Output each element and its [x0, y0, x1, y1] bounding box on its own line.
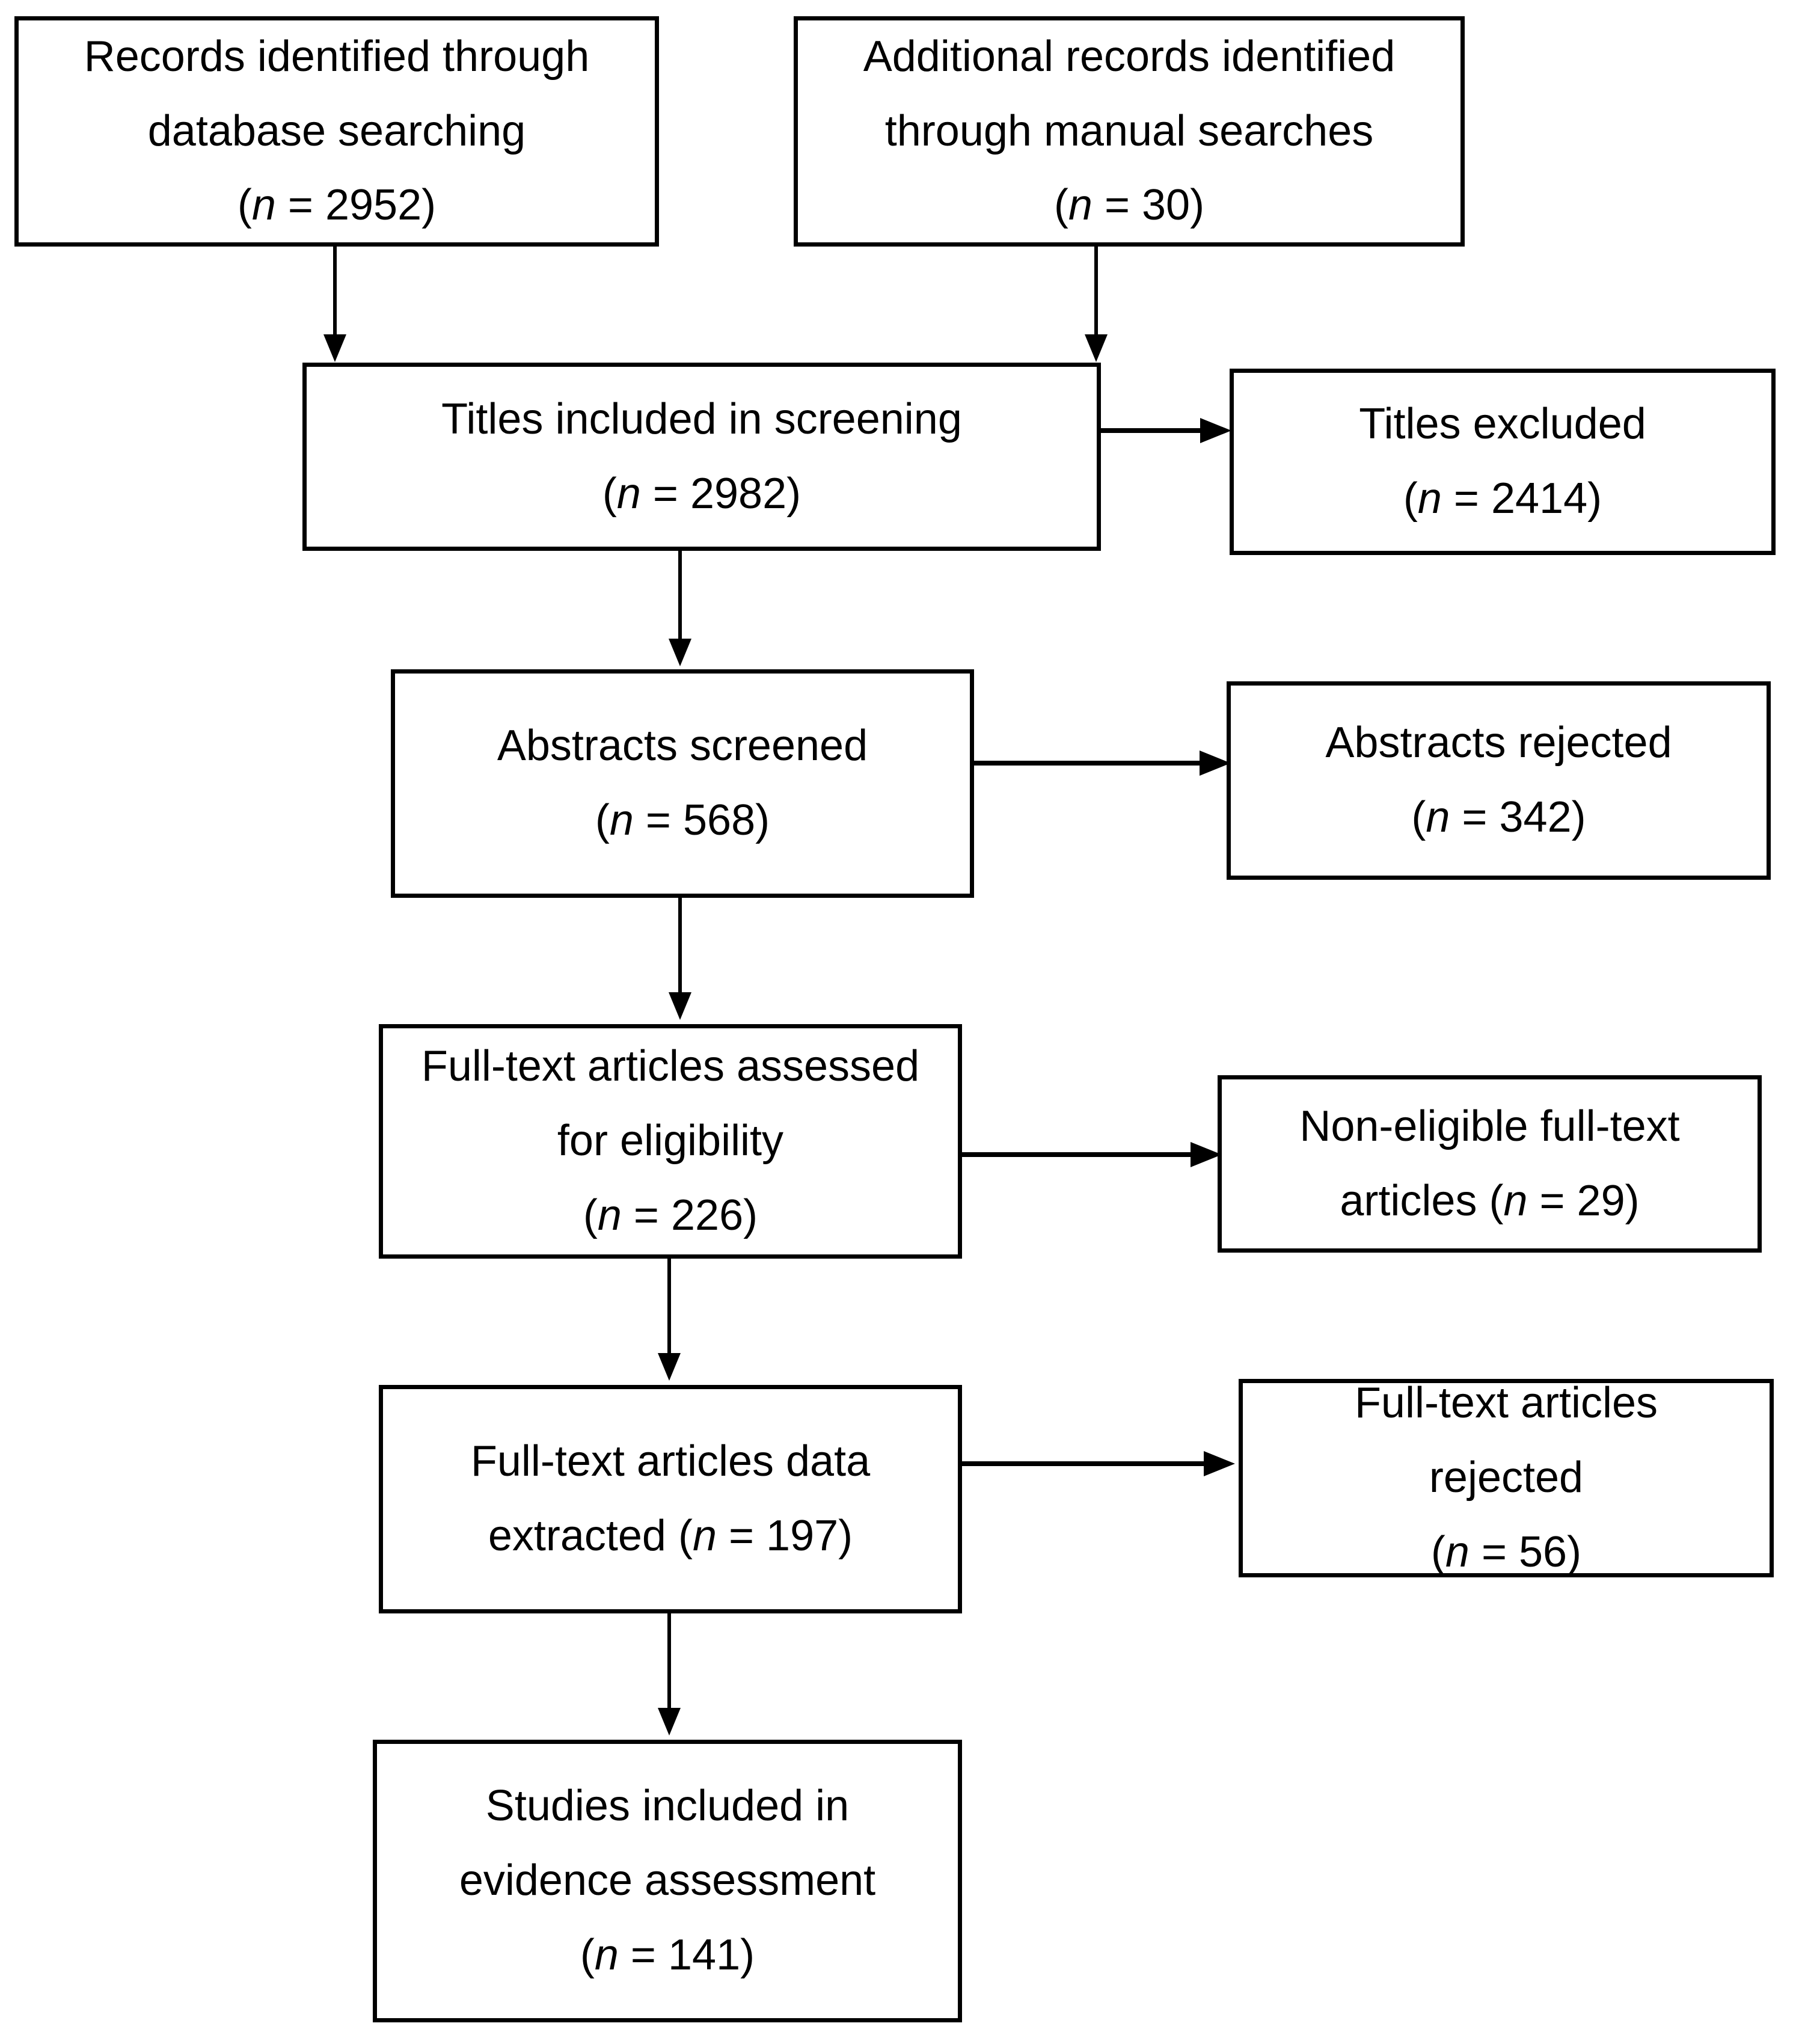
arrow-right-icon [1204, 1451, 1235, 1476]
n-italic: n [1445, 1527, 1470, 1576]
node-line: Full-text articles [1354, 1379, 1658, 1428]
n-italic: n [1503, 1176, 1528, 1225]
arrow-down-icon [658, 1353, 681, 1381]
node-titles-included-in-screening: Titles included in screening (n = 2982) [302, 363, 1101, 551]
arrow-right-icon [1200, 750, 1231, 776]
node-titles-excluded: Titles excluded (n = 2414) [1230, 369, 1776, 555]
arrow-down-icon [323, 334, 346, 362]
node-noneligible-fulltext-articles: Non-eligible full-text articles (n = 29) [1218, 1075, 1762, 1253]
connector-titles-to-abstracts [678, 551, 682, 647]
node-count-line: (n = 56) [1430, 1527, 1582, 1576]
connector-fulltext-to-extracted [667, 1259, 671, 1361]
node-count-line: (n = 226) [583, 1191, 758, 1239]
node-count-line: articles (n = 29) [1340, 1176, 1640, 1225]
node-count-line: extracted (n = 197) [488, 1512, 853, 1560]
connector-abstracts-to-fulltext [678, 898, 682, 999]
node-abstracts-screened: Abstracts screened (n = 568) [391, 669, 974, 898]
node-count-line: (n = 2982) [602, 469, 801, 518]
node-line: Non-eligible full-text [1299, 1102, 1680, 1150]
n-italic: n [616, 469, 641, 518]
node-line: rejected [1429, 1453, 1584, 1502]
connector-extracted-to-rejected [962, 1461, 1209, 1466]
node-count-line: (n = 342) [1411, 793, 1586, 841]
node-line: Titles excluded [1359, 400, 1646, 449]
node-line: database searching [147, 106, 526, 155]
connector-extracted-to-studies [667, 1613, 671, 1714]
n-italic: n [1426, 793, 1450, 841]
node-line: evidence assessment [459, 1856, 876, 1905]
node-count-line: (n = 141) [580, 1930, 755, 1979]
n-italic: n [609, 796, 634, 844]
arrow-down-icon [658, 1708, 681, 1736]
node-fulltext-assessed-eligibility: Full-text articles assessed for eligibil… [379, 1024, 962, 1259]
connector-titles-to-excluded [1101, 428, 1207, 433]
node-fulltext-articles-rejected: Full-text articles rejected (n = 56) [1239, 1379, 1774, 1577]
node-line: Abstracts rejected [1325, 719, 1672, 767]
node-line: for eligibility [557, 1117, 784, 1165]
node-line: Abstracts screened [497, 722, 868, 770]
node-fulltext-data-extracted: Full-text articles data extracted (n = 1… [379, 1385, 962, 1613]
n-italic: n [1417, 474, 1442, 523]
arrow-right-icon [1191, 1142, 1222, 1167]
arrow-right-icon [1200, 418, 1231, 443]
node-line: Studies included in [485, 1782, 850, 1831]
node-records-identified-manual: Additional records identified through ma… [794, 16, 1465, 247]
node-line: Full-text articles assessed [421, 1042, 920, 1091]
connector-manual-to-titles [1094, 247, 1098, 349]
n-italic: n [594, 1930, 619, 1979]
n-italic: n [251, 181, 276, 230]
node-count-line: (n = 2414) [1403, 474, 1602, 523]
node-line: Records identified through [84, 32, 590, 81]
node-line: through manual searches [884, 106, 1374, 155]
connector-abstracts-to-rejected [974, 761, 1206, 766]
arrow-down-icon [1085, 334, 1108, 362]
node-line: Titles included in screening [441, 394, 962, 443]
node-records-identified-database: Records identified through database sear… [14, 16, 659, 247]
arrow-down-icon [669, 992, 691, 1020]
node-studies-included-evidence-assessment: Studies included in evidence assessment … [373, 1740, 962, 2022]
connector-database-to-titles [333, 247, 337, 349]
n-italic: n [597, 1191, 622, 1239]
connector-fulltext-to-noneligible [962, 1152, 1198, 1157]
n-italic: n [692, 1512, 717, 1560]
arrow-down-icon [669, 639, 691, 666]
node-abstracts-rejected: Abstracts rejected (n = 342) [1227, 681, 1771, 880]
node-count-line: (n = 30) [1053, 181, 1205, 230]
n-italic: n [1068, 181, 1093, 230]
node-line: Full-text articles data [470, 1437, 871, 1486]
node-count-line: (n = 568) [595, 796, 770, 844]
node-count-line: (n = 2952) [237, 181, 437, 230]
node-line: Additional records identified [863, 32, 1396, 81]
